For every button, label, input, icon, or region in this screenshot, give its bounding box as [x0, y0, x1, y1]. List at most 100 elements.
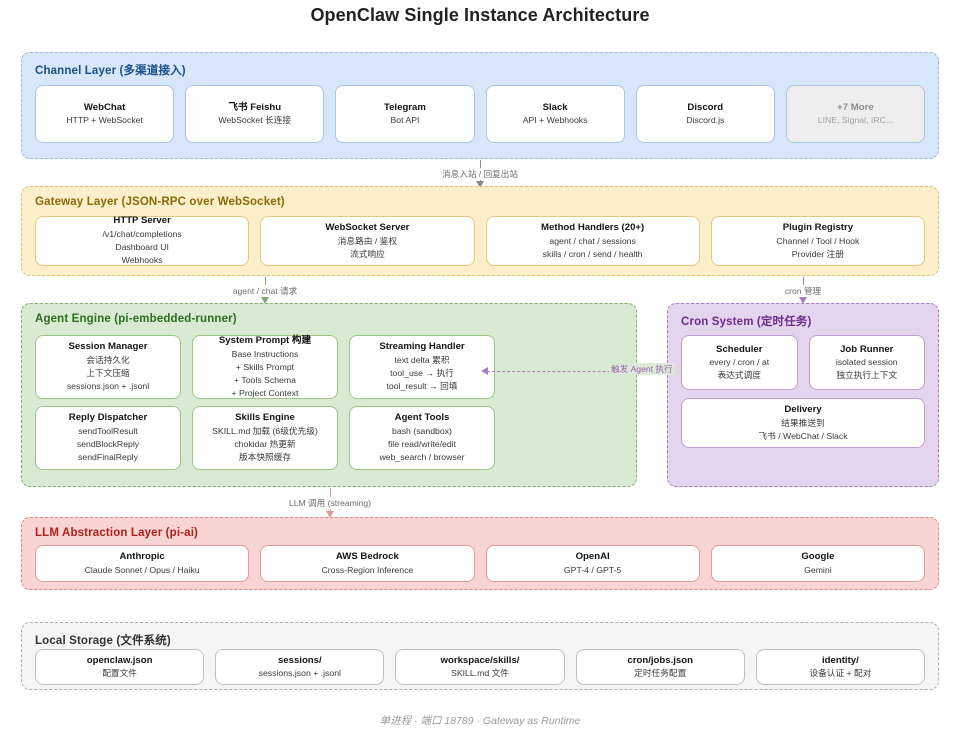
- card-title: Google: [801, 551, 835, 563]
- storage-card-identity[interactable]: identity/ 设备认证 + 配对: [755, 649, 926, 685]
- card-title: Delivery: [784, 404, 822, 415]
- card-title: AWS Bedrock: [335, 551, 399, 563]
- llm-card-google[interactable]: Google Gemini: [710, 545, 925, 582]
- gateway-layer: Gateway Layer (JSON-RPC over WebSocket) …: [21, 186, 939, 276]
- agent-card-agent-tools[interactable]: Agent Tools bash (sandbox)file read/writ…: [349, 406, 495, 470]
- card-subtitle: 定时任务配置: [634, 668, 687, 679]
- card-subtitle: Discord.js: [686, 115, 725, 126]
- storage-card-sessions[interactable]: sessions/ sessions.json + .jsonl: [215, 649, 385, 685]
- storage-card-cron-jobs[interactable]: cron/jobs.json 定时任务配置: [575, 649, 745, 685]
- connector-label: 消息入站 / 回复出站: [439, 168, 521, 180]
- card-title: +7 More: [837, 101, 874, 113]
- gateway-card-websocket-server[interactable]: WebSocket Server 消息路由 / 鉴权流式响应: [260, 216, 475, 266]
- llm-card-anthropic[interactable]: Anthropic Claude Sonnet / Opus / Haiku: [35, 545, 250, 582]
- channel-card-discord[interactable]: Discord Discord.js: [635, 85, 775, 143]
- card-subtitle: Gemini: [804, 564, 832, 575]
- card-title: Streaming Handler: [379, 341, 465, 353]
- card-subtitle: 配置文件: [102, 668, 137, 679]
- card-title: System Prompt 构建: [218, 334, 312, 346]
- llm-layer-cards: Anthropic Claude Sonnet / Opus / Haiku A…: [35, 545, 925, 582]
- agent-card-skills-engine[interactable]: Skills Engine SKILL.md 加载 (6级优先级)chokida…: [192, 406, 338, 470]
- card-title: identity/: [822, 654, 859, 666]
- channel-card-slack[interactable]: Slack API + Webhooks: [485, 85, 625, 143]
- card-title: HTTP Server: [113, 215, 171, 227]
- agent-engine-title: Agent Engine (pi-embedded-runner): [35, 313, 237, 325]
- connector-label: agent / chat 请求: [229, 285, 301, 297]
- cron-system-layer: Cron System (定时任务) Scheduler every / cro…: [667, 303, 939, 487]
- cron-cards-row-2: Delivery 结果推送到飞书 / WebChat / Slack: [681, 398, 925, 448]
- card-subtitle: LINE, Signal, IRC...: [817, 115, 894, 126]
- channel-layer-cards: WebChat HTTP + WebSocket 飞书 Feishu WebSo…: [35, 85, 926, 143]
- cron-card-delivery[interactable]: Delivery 结果推送到飞书 / WebChat / Slack: [681, 398, 925, 448]
- arrow-down-icon: [476, 181, 484, 188]
- card-title: Discord: [687, 101, 724, 113]
- card-title: Agent Tools: [394, 412, 450, 424]
- card-subtitle: Base Instructions+ Skills Prompt+ Tools …: [231, 348, 299, 398]
- card-subtitle: GPT-4 / GPT-5: [563, 564, 622, 575]
- card-subtitle: 消息路由 / 鉴权流式响应: [337, 235, 398, 259]
- connector-cron-to-agent: 触发 Agent 执行: [481, 363, 675, 379]
- card-title: Job Runner: [840, 343, 894, 355]
- card-title: Scheduler: [716, 343, 763, 355]
- arrow-left-icon: [481, 367, 488, 375]
- card-title: Session Manager: [68, 341, 148, 353]
- channel-card-telegram[interactable]: Telegram Bot API: [335, 85, 475, 143]
- channel-layer: Channel Layer (多渠道接入) WebChat HTTP + Web…: [21, 52, 939, 159]
- llm-layer-title: LLM Abstraction Layer (pi-ai): [35, 527, 199, 539]
- card-title: Reply Dispatcher: [68, 412, 148, 424]
- channel-card-more[interactable]: +7 More LINE, Signal, IRC...: [785, 85, 926, 143]
- connector-label: 触发 Agent 执行: [609, 363, 675, 375]
- card-title: WebChat: [83, 101, 126, 113]
- card-subtitle: Claude Sonnet / Opus / Haiku: [84, 564, 200, 575]
- connector-line: [487, 371, 671, 372]
- channel-layer-title: Channel Layer (多渠道接入): [35, 65, 186, 77]
- card-title: Anthropic: [119, 551, 165, 563]
- local-storage-layer: Local Storage (文件系统) openclaw.json 配置文件 …: [21, 622, 939, 690]
- cron-system-title: Cron System (定时任务): [681, 316, 812, 328]
- card-subtitle: sessions.json + .jsonl: [258, 668, 341, 679]
- card-title: Method Handlers (20+): [541, 222, 645, 233]
- arrow-down-icon: [326, 511, 334, 518]
- card-subtitle: SKILL.md 加载 (6级优先级)chokidar 热更新版本快照缓存: [212, 426, 318, 463]
- arrow-down-icon: [799, 297, 807, 304]
- channel-card-feishu[interactable]: 飞书 Feishu WebSocket 长连接: [185, 85, 325, 143]
- card-subtitle: Bot API: [390, 115, 420, 126]
- card-subtitle: SKILL.md 文件: [451, 668, 509, 679]
- connector-label: LLM 调用 (streaming): [285, 497, 375, 509]
- agent-card-system-prompt[interactable]: System Prompt 构建 Base Instructions+ Skil…: [192, 335, 338, 399]
- storage-card-workspace-skills[interactable]: workspace/skills/ SKILL.md 文件: [395, 649, 565, 685]
- gateway-card-method-handlers[interactable]: Method Handlers (20+) agent / chat / ses…: [485, 216, 700, 266]
- card-title: WebSocket Server: [325, 222, 410, 233]
- card-title: Slack: [542, 101, 568, 113]
- llm-card-aws-bedrock[interactable]: AWS Bedrock Cross-Region Inference: [260, 545, 475, 582]
- card-title: cron/jobs.json: [627, 654, 693, 666]
- footer-note: 单进程 · 端口 18789 · Gateway as Runtime: [379, 715, 581, 727]
- storage-card-openclaw-json[interactable]: openclaw.json 配置文件: [35, 649, 205, 685]
- agent-engine-layer: Agent Engine (pi-embedded-runner) Sessio…: [21, 303, 637, 487]
- storage-layer-title: Local Storage (文件系统): [35, 635, 171, 647]
- llm-abstraction-layer: LLM Abstraction Layer (pi-ai) Anthropic …: [21, 517, 939, 590]
- card-subtitle: 设备认证 + 配对: [809, 668, 872, 679]
- channel-card-webchat[interactable]: WebChat HTTP + WebSocket: [35, 85, 175, 143]
- llm-card-openai[interactable]: OpenAI GPT-4 / GPT-5: [485, 545, 700, 582]
- card-subtitle: WebSocket 长连接: [218, 115, 292, 126]
